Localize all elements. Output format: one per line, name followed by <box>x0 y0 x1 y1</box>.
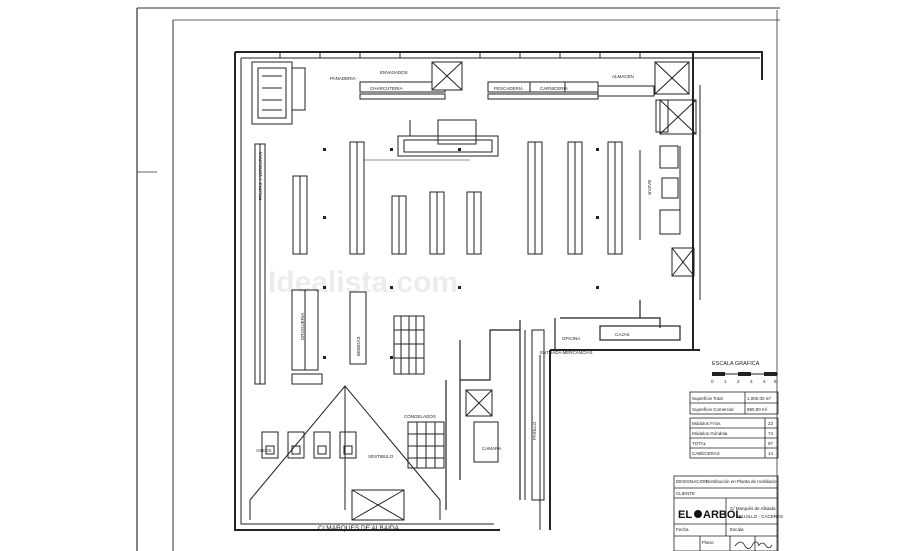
cashier-area-label: CAJAS <box>615 332 630 337</box>
surface-commercial-label: Superficie Comercial <box>692 407 734 412</box>
corridor-label: PASILLO <box>532 421 537 440</box>
designation-label: DESIGNACION <box>676 479 708 484</box>
footer-scale-label: Escala <box>730 527 744 532</box>
left-counter-label: FRUTAS Y VERDURAS <box>258 152 263 200</box>
office-label: OFICINA <box>562 336 580 341</box>
counter-1-label: CHARCUTERIA <box>370 86 403 91</box>
corridor-strip <box>524 329 545 501</box>
scale-tick-2: 2 <box>737 379 740 384</box>
title-block-frame <box>673 475 779 551</box>
shelf-b-label: BEBIDAS <box>356 336 361 356</box>
inner-partitions <box>445 300 681 510</box>
modules-total-label: TOTAL <box>692 441 707 446</box>
restroom-block <box>251 61 306 125</box>
modules-gondola-label: Módulos Góndola <box>692 431 728 436</box>
modules-gondola-value: 74 <box>768 431 774 436</box>
scale-tick-5: 5 <box>774 379 777 384</box>
window-marks <box>279 52 641 58</box>
checkout-lanes <box>261 431 357 459</box>
sheet-frame <box>136 7 780 551</box>
modules-total-value: 97 <box>768 441 774 446</box>
top-right-room-label: ALMACEN <box>612 74 634 79</box>
logo-text-1: EL <box>678 509 692 521</box>
graphic-scale: ESCALA GRAFICA 0 1 2 3 4 5 <box>711 361 778 384</box>
signature-2 <box>757 542 773 549</box>
modules-cold-value: 23 <box>768 421 774 426</box>
client-label: CLIENTE <box>676 491 695 496</box>
surface-total-label: Superficie Total <box>692 396 723 401</box>
counter-2-label: PESCADERIA <box>494 86 523 91</box>
modules-table <box>689 417 779 459</box>
surfaces-table <box>689 391 779 415</box>
entrance-vestibule <box>249 385 441 521</box>
central-checkout-block <box>364 119 499 161</box>
side-section-label: BAZAR <box>647 180 652 196</box>
wc-label: ASEOS <box>256 448 272 453</box>
building-walls <box>234 51 763 531</box>
watermark-text: Idealista.com <box>268 266 458 299</box>
modules-cold-label: Módulos Fríos <box>692 421 721 426</box>
top-center-room-label: ENVASADOS <box>380 70 408 75</box>
scale-title: ESCALA GRAFICA <box>712 361 760 367</box>
shelf-a-label: DROGUERIA <box>300 313 305 340</box>
scale-tick-0: 0 <box>711 379 714 384</box>
surface-total-value: 1.000,00 m² <box>747 396 772 401</box>
modules-heads-label: CABECERAS <box>692 451 720 456</box>
surface-commercial-value: 890,00 m² <box>747 407 768 412</box>
logo-text-2: ARBOL <box>703 509 742 521</box>
goods-entry-label: ENTRADA MERCANCIAS <box>540 350 593 355</box>
frozen-label: CONGELADOS <box>404 414 436 419</box>
footer-plan-label: Plano <box>702 540 714 545</box>
address-line-1: C/ Marqués de Albaida <box>730 506 776 511</box>
left-wall-counter <box>254 143 266 385</box>
gondola-shelves <box>292 141 623 255</box>
store-room-label: CAMARA <box>482 446 501 451</box>
footer-date-label: Fecha <box>676 527 689 532</box>
column-marks <box>323 148 599 359</box>
modules-heads-value: 14 <box>768 451 774 456</box>
counter-3-label: CARNICERIA <box>540 86 568 91</box>
scale-tick-1: 1 <box>724 379 727 384</box>
top-counters <box>359 61 690 100</box>
frozen-modules-grid <box>407 421 445 469</box>
address-line-2: TRUJILLO - CÁCERES <box>736 513 783 519</box>
vestibule-label: VESTIBULO <box>368 454 394 459</box>
top-left-room-label: PANADERIA <box>330 76 356 81</box>
client-logo: EL ARBOL <box>678 509 742 521</box>
right-side-displays <box>639 145 681 240</box>
signature <box>734 541 760 549</box>
elevator-blocks <box>655 99 697 277</box>
store-room <box>465 389 499 463</box>
scale-tick-3: 3 <box>750 379 753 384</box>
lower-shelf-units <box>291 289 425 385</box>
designation-value: Distribución en Planta de mobiliario <box>706 479 777 484</box>
street-label: C/ MARQUES DE ALBAIDA <box>318 525 400 532</box>
scale-tick-4: 4 <box>763 379 766 384</box>
